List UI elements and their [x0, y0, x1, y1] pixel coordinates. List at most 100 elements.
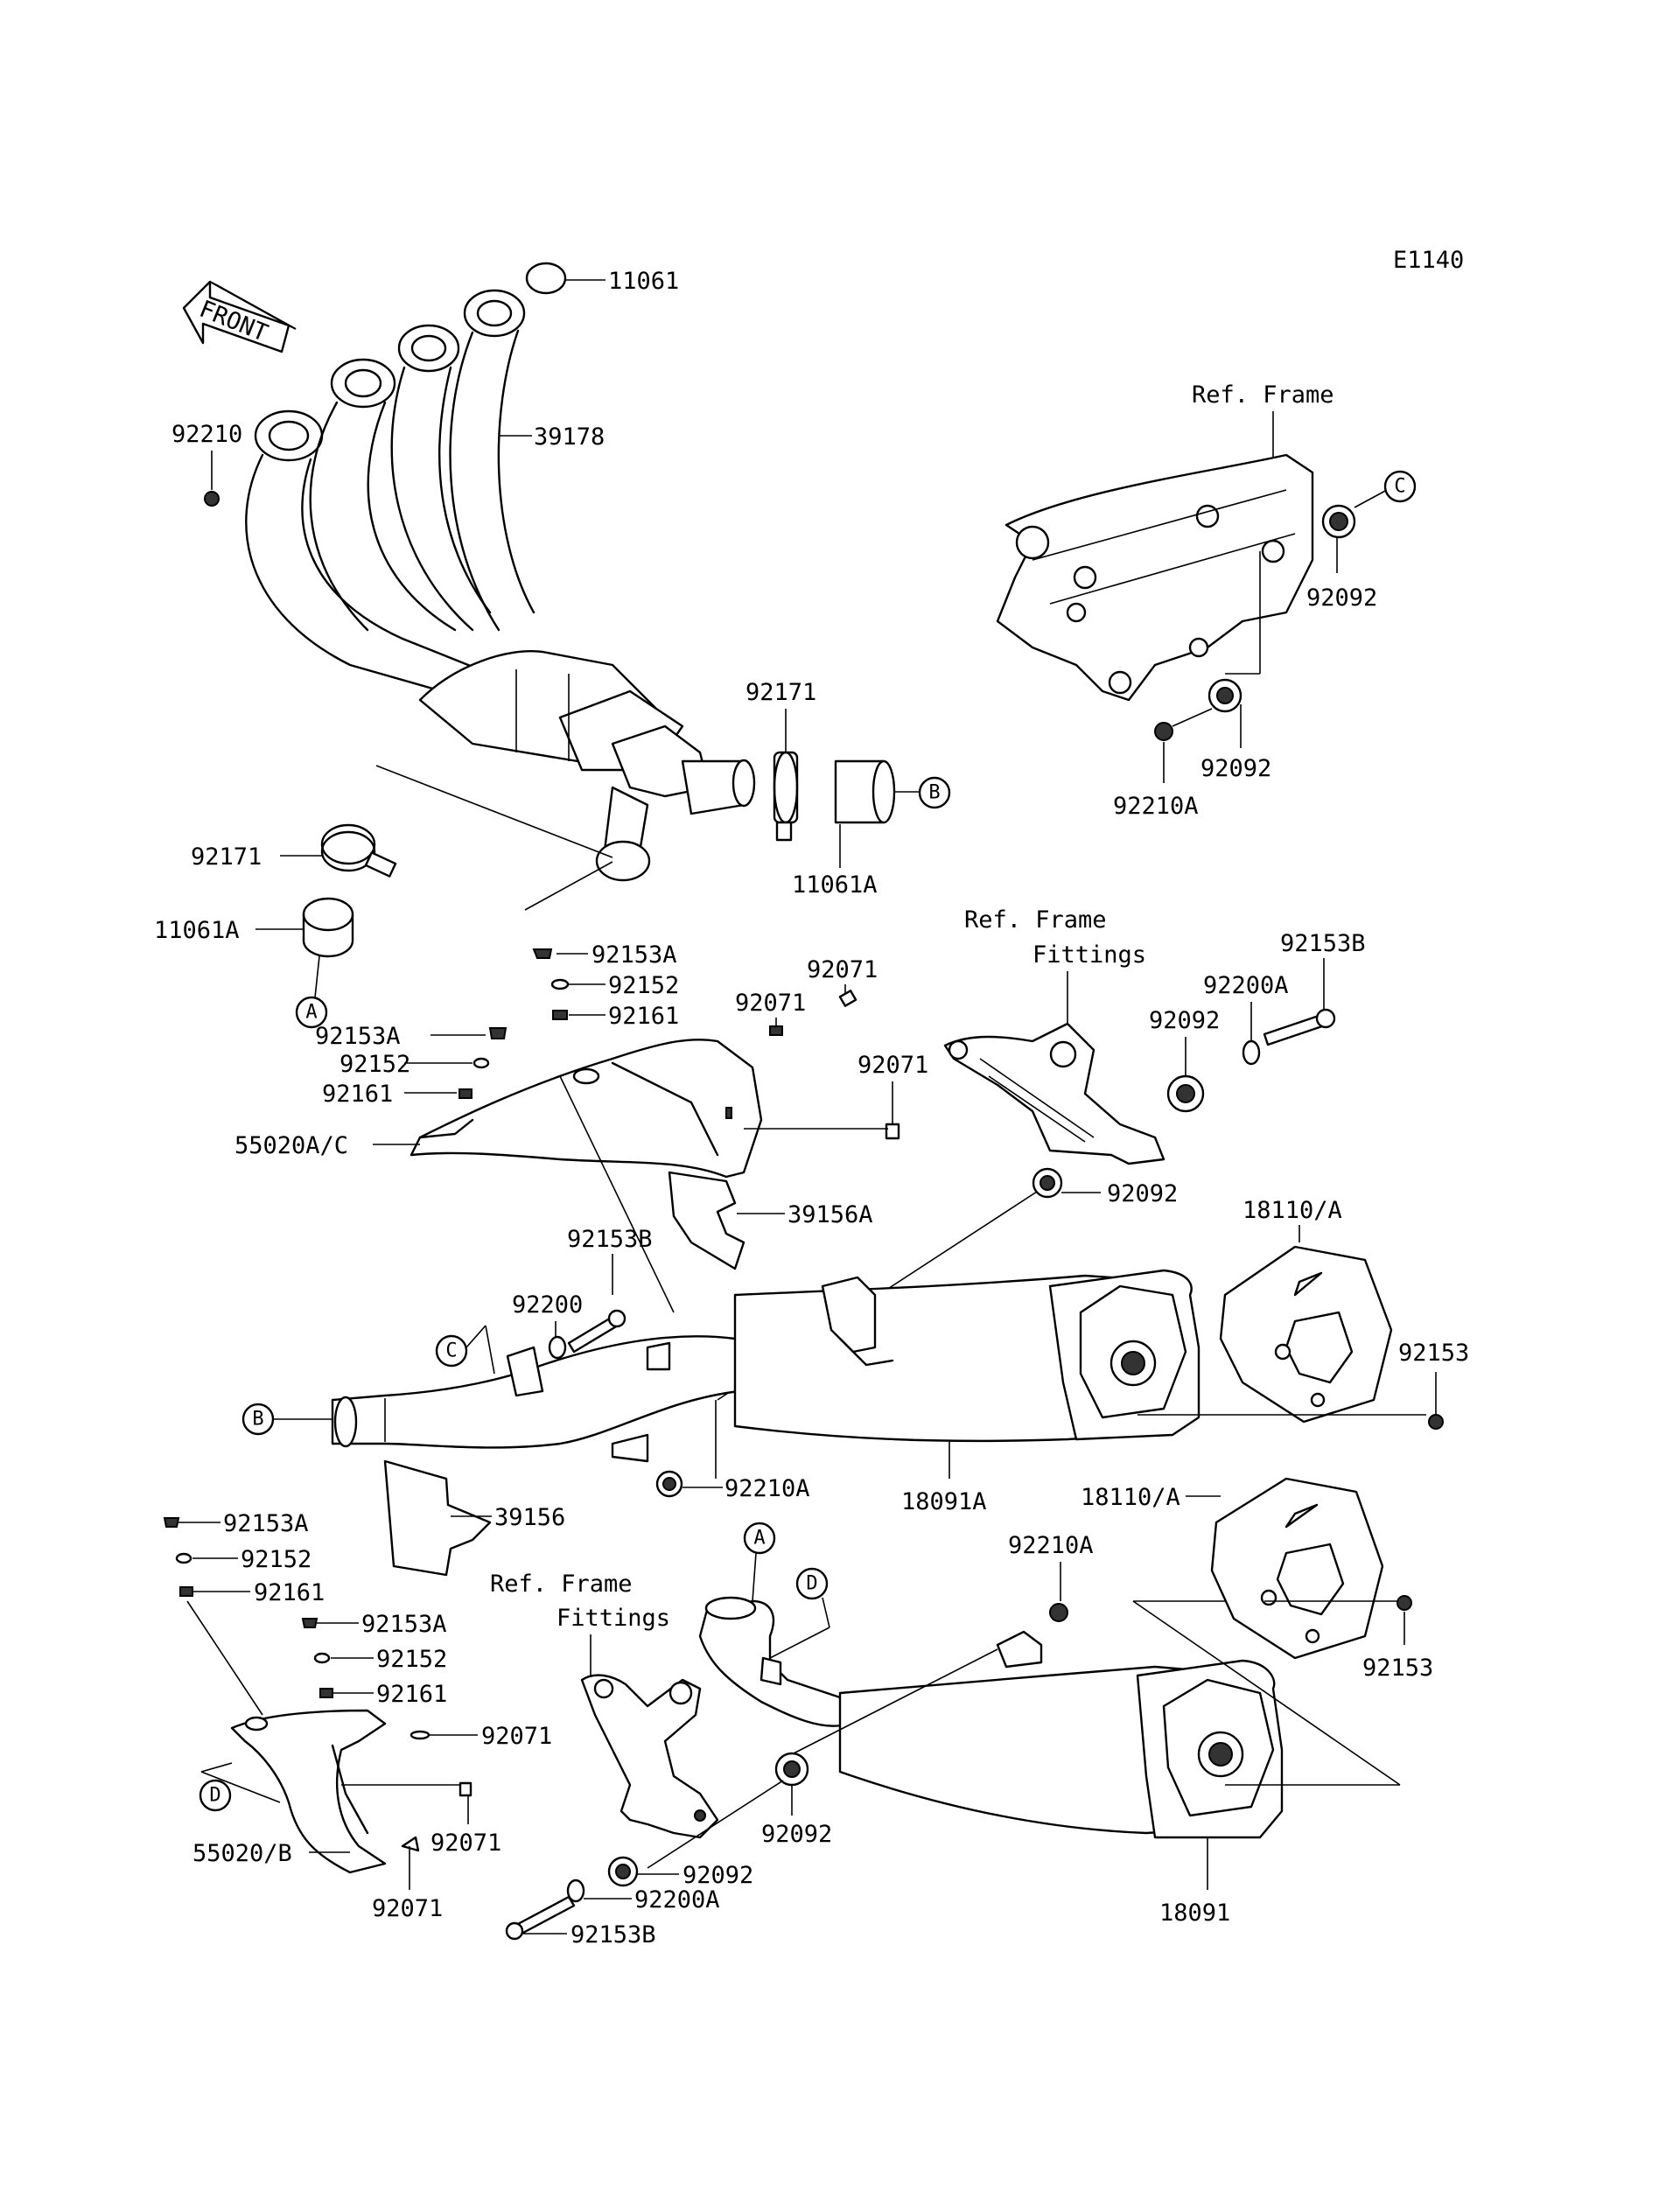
clamp-92171-right-icon — [773, 751, 799, 842]
label-11061: 11061 — [608, 268, 679, 295]
svg-text:C: C — [1394, 476, 1405, 498]
callout-c-mid: C — [435, 1334, 468, 1368]
label-11061A-right: 11061A — [792, 871, 878, 899]
screw-92153-lower-icon — [1396, 1595, 1412, 1611]
callout-c-top: C — [1383, 470, 1417, 503]
label-92071-upper-c: 92071 — [858, 1052, 928, 1079]
heat-guard-55020AC — [410, 1039, 763, 1179]
label-18091A: 18091A — [901, 1488, 987, 1515]
heat-sticker-39156A — [668, 1171, 746, 1270]
label-92161-upper-a: 92161 — [608, 1003, 679, 1030]
exhaust-header-pipes — [245, 289, 756, 882]
header-flange-3 — [397, 324, 460, 373]
label-92153A-upper-b: 92153A — [315, 1023, 401, 1050]
label-92152-lower-b: 92152 — [376, 1646, 447, 1673]
header-flange-1 — [254, 409, 324, 462]
bolt-92153B-upper-icon — [1263, 1008, 1336, 1046]
svg-text:B: B — [252, 1409, 263, 1431]
frame-fittings-lower-drawing — [580, 1674, 719, 1839]
callout-b-top: B — [918, 776, 951, 809]
label-92071-lower-b: 92071 — [430, 1830, 501, 1857]
label-92152-upper-a: 92152 — [608, 972, 679, 999]
label-39178: 39178 — [534, 423, 605, 451]
diagram-code: E1140 — [1393, 247, 1464, 274]
label-92200A-lower: 92200A — [634, 1886, 720, 1914]
nut-92210A-mid-icon — [655, 1470, 683, 1498]
label-92153-upper: 92153 — [1398, 1340, 1469, 1367]
damper-92092-frame-lower-icon — [1208, 678, 1242, 713]
ref-frame-label-top: Ref. Frame — [1192, 381, 1334, 409]
label-92092-upper-right: 92092 — [1149, 1007, 1220, 1034]
label-92092-mid: 92092 — [1107, 1180, 1178, 1207]
label-92171-left: 92171 — [191, 843, 262, 871]
label-55020AC: 55020A/C — [234, 1132, 348, 1159]
heat-sticker-39156 — [383, 1459, 492, 1577]
heat-guard-55020B — [230, 1709, 387, 1874]
screw-92153-upper-icon — [1428, 1414, 1444, 1430]
label-92153-lower: 92153 — [1362, 1655, 1433, 1682]
callout-a-left: A — [295, 996, 328, 1029]
small-hardware-lower-icons — [163, 1517, 472, 1852]
muffler-18091A-drawing — [733, 1269, 1200, 1443]
label-92071-upper-a: 92071 — [807, 956, 878, 983]
bolt-92153B-mid-icon — [567, 1309, 626, 1354]
label-92071-lower-a: 92071 — [481, 1723, 552, 1750]
front-arrow-icon: FRONT — [182, 280, 297, 353]
damper-92092-lower-b-icon — [607, 1856, 639, 1887]
label-92152-lower-a: 92152 — [241, 1546, 312, 1573]
washer-92200A-upper-icon — [1242, 1039, 1261, 1066]
label-92071-upper-b: 92071 — [735, 990, 806, 1017]
link-pipe-drawing — [698, 1596, 850, 1727]
label-18110A-lower: 18110/A — [1081, 1484, 1180, 1511]
label-18091: 18091 — [1159, 1900, 1230, 1927]
label-55020B: 55020/B — [192, 1840, 292, 1867]
mid-pipe-drawing — [331, 1335, 741, 1463]
label-92161-lower-b: 92161 — [376, 1681, 447, 1708]
header-flange-2 — [330, 358, 396, 409]
ref-frame-fittings-label-upper-line2: Fittings — [1032, 941, 1146, 969]
nut-92210A-frame-icon — [1154, 722, 1173, 741]
label-92153A-lower-a: 92153A — [223, 1510, 309, 1537]
label-92153B-upper: 92153B — [1280, 930, 1366, 957]
label-92092-frame-upper: 92092 — [1306, 584, 1377, 612]
ref-frame-fittings-label-lower-line1: Ref. Frame — [490, 1571, 633, 1598]
header-flange-4 — [463, 289, 526, 338]
label-18110A-upper: 18110/A — [1242, 1197, 1342, 1224]
damper-92092-lower-a-icon — [774, 1752, 809, 1787]
ref-frame-fittings-label-upper-line1: Ref. Frame — [964, 906, 1107, 934]
label-92171-right: 92171 — [746, 679, 816, 706]
label-92152-upper-b: 92152 — [340, 1051, 410, 1078]
label-39156: 39156 — [494, 1504, 565, 1531]
svg-text:D: D — [209, 1785, 220, 1807]
sleeve-11061A-right-icon — [834, 759, 896, 824]
svg-text:C: C — [445, 1340, 457, 1362]
bolt-92153B-lower-icon — [505, 1895, 576, 1941]
front-label: FRONT — [195, 296, 271, 347]
label-92092-lower-a: 92092 — [761, 1821, 832, 1848]
end-cap-18110A-upper — [1219, 1245, 1393, 1424]
washer-92200A-lower-icon — [566, 1879, 585, 1903]
label-92210: 92210 — [172, 421, 242, 448]
damper-92092-frame-upper-icon — [1321, 504, 1356, 539]
label-92200-mid: 92200 — [512, 1291, 583, 1319]
label-92092-lower-b: 92092 — [682, 1862, 753, 1889]
label-92161-lower-a: 92161 — [254, 1579, 325, 1606]
nut-92210A-lower-icon — [1049, 1603, 1068, 1622]
frame-section-drawing — [996, 453, 1314, 702]
washer-92200-icon — [548, 1335, 567, 1360]
label-92210A-lower: 92210A — [1008, 1532, 1094, 1559]
label-92200A-upper: 92200A — [1203, 972, 1289, 999]
ref-frame-fittings-label-lower-line2: Fittings — [556, 1605, 670, 1632]
gasket-11061-icon — [525, 262, 567, 295]
label-92071-lower-c: 92071 — [372, 1895, 443, 1922]
callout-b-mid: B — [242, 1403, 275, 1436]
svg-text:D: D — [806, 1573, 817, 1595]
label-92210A-mid: 92210A — [724, 1475, 810, 1502]
damper-92092-upper-right-icon — [1166, 1074, 1205, 1113]
label-92210A-frame: 92210A — [1113, 793, 1199, 820]
end-cap-18110A-lower — [1210, 1477, 1384, 1660]
label-92153A-upper-a: 92153A — [592, 941, 677, 969]
label-92153A-lower-b: 92153A — [361, 1611, 447, 1638]
label-92153B-mid: 92153B — [567, 1226, 653, 1253]
